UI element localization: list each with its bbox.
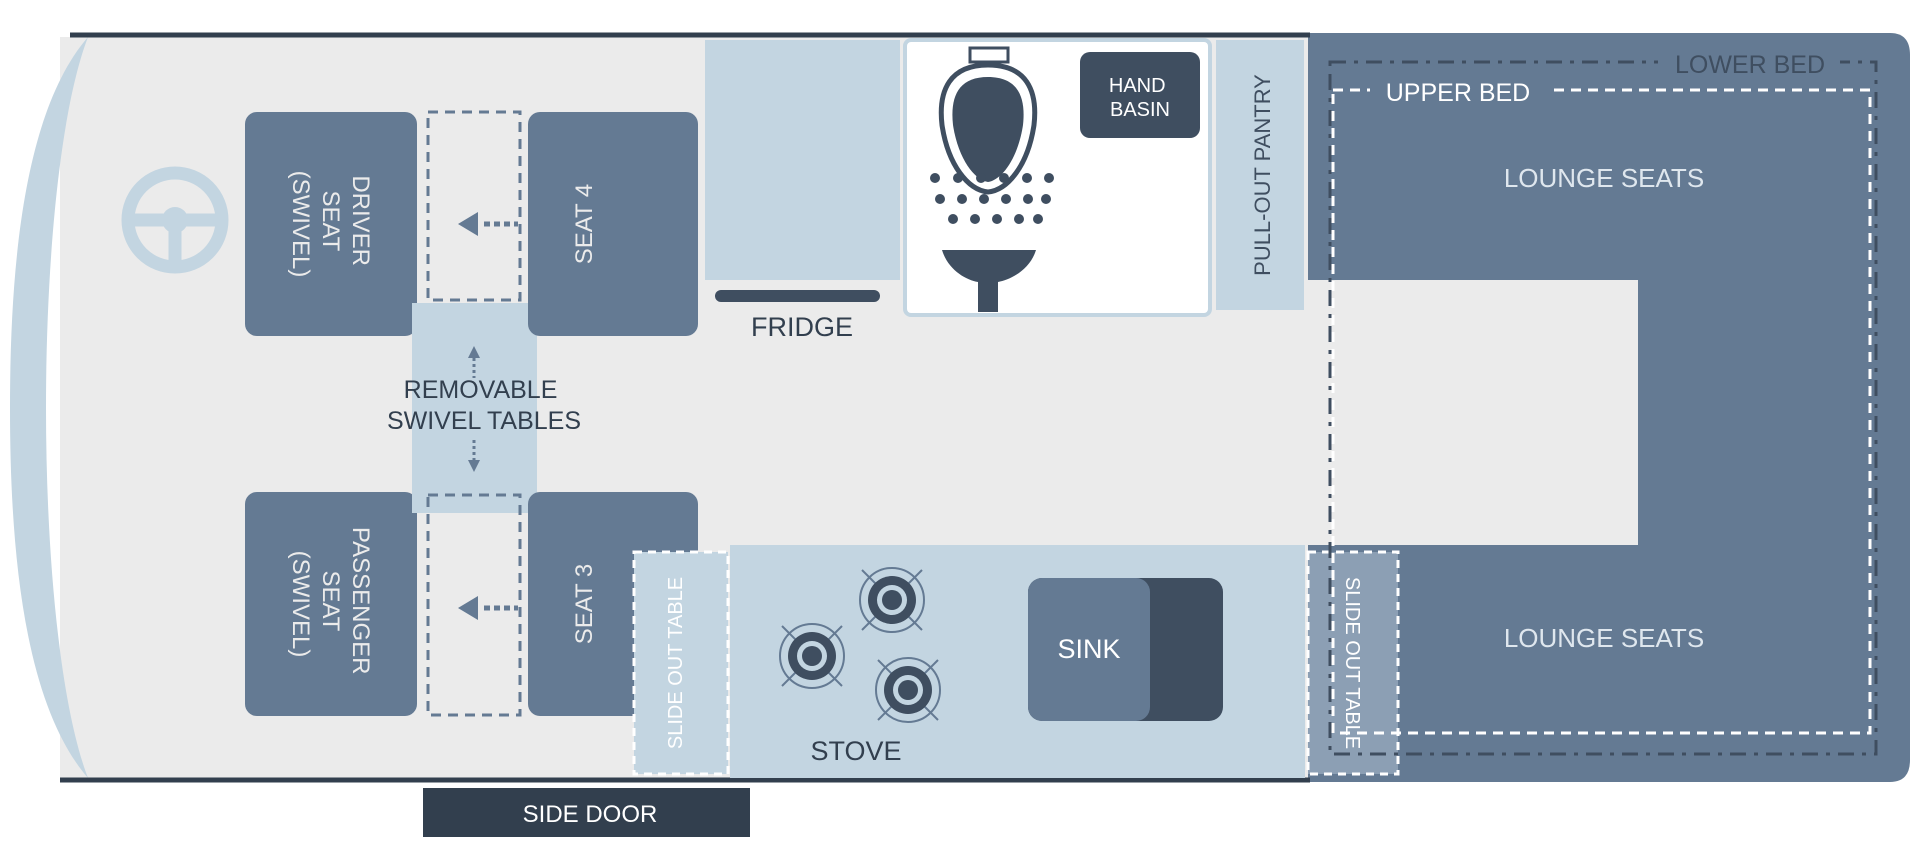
pull-out-pantry xyxy=(1216,40,1304,310)
stove-label: STOVE xyxy=(810,736,901,766)
shower-icon xyxy=(930,173,1054,312)
seat-4-label: SEAT 4 xyxy=(571,184,598,264)
swivel-arrow-icon xyxy=(468,346,480,472)
side-door xyxy=(423,788,750,837)
swivel-table-area xyxy=(412,303,537,513)
lower-bed-label-bg xyxy=(1658,48,1840,78)
slide-out-table-right-label: SLIDE OUT TABLE xyxy=(1341,577,1363,749)
sink-label: SINK xyxy=(1057,634,1120,664)
slide-out-table-left-label: SLIDE OUT TABLE xyxy=(665,577,687,749)
swivel-tables-label: REMOVABLE SWIVEL TABLES xyxy=(387,376,581,435)
seat-4 xyxy=(528,112,698,336)
lower-bed-outline xyxy=(1328,60,1878,756)
slide-out-table-left xyxy=(632,550,730,776)
side-door-label: SIDE DOOR xyxy=(523,801,658,828)
seat-3-label: SEAT 3 xyxy=(571,564,598,644)
hand-basin xyxy=(1080,52,1200,138)
slide-out-table-right xyxy=(1306,550,1400,776)
fridge xyxy=(705,40,900,280)
arrow-left-icon xyxy=(458,212,518,620)
driver-seat-label: DRIVER SEAT (SWIVEL) xyxy=(287,171,374,278)
fridge-label: FRIDGE xyxy=(751,312,853,342)
pantry-label: PULL-OUT PANTRY xyxy=(1250,74,1275,276)
swivel-table-outline-bottom xyxy=(426,493,522,717)
sink xyxy=(1028,578,1150,721)
stove-burner-icon xyxy=(779,567,941,723)
passenger-seat xyxy=(245,492,417,716)
hand-basin-label: HAND BASIN xyxy=(1109,75,1171,121)
lounge-seats-bottom-label: LOUNGE SEATS xyxy=(1504,623,1704,653)
upper-bed-label: UPPER BED xyxy=(1386,79,1530,107)
lower-bed-label: LOWER BED xyxy=(1675,51,1825,79)
fridge-door-bar xyxy=(715,290,880,302)
toilet-icon xyxy=(938,46,1038,195)
steering-wheel-icon xyxy=(121,166,229,274)
swivel-table-outline-top xyxy=(426,110,522,302)
passenger-seat-label: PASSENGER SEAT (SWIVEL) xyxy=(287,527,374,681)
lounge-seats-top-label: LOUNGE SEATS xyxy=(1504,163,1704,193)
lounge-aisle xyxy=(1305,280,1638,545)
upper-bed-outline xyxy=(1331,88,1872,735)
driver-seat xyxy=(245,112,417,336)
upper-bed-label-bg xyxy=(1370,76,1548,106)
cab-front xyxy=(10,37,88,778)
